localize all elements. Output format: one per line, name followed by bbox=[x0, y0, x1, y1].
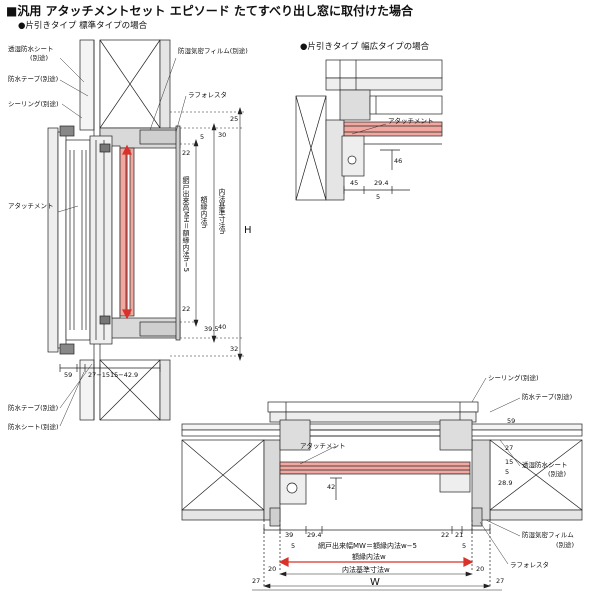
dim-b-5c: 5 bbox=[462, 542, 467, 550]
dim-32: 32 bbox=[230, 345, 239, 353]
label-bousitsu-film-right: 防湿気密フィルム bbox=[522, 531, 574, 539]
dim-b-20a: 20 bbox=[268, 565, 277, 573]
label-attachment-left: アタッチメント bbox=[8, 202, 54, 210]
dim-wide-46: 46 bbox=[394, 157, 403, 165]
dim-wide-29-4: 29.4 bbox=[374, 179, 389, 187]
dim-b-5b: 5 bbox=[291, 542, 296, 550]
dim-b-27: 27 bbox=[505, 444, 514, 452]
label-tou-sheet: 透湿防水シート bbox=[8, 45, 54, 53]
dim-b-39: 39 bbox=[285, 531, 294, 539]
label-tou-sheet-betto: (別途) bbox=[30, 54, 49, 62]
dim-W: W bbox=[370, 577, 380, 588]
vtext-amido-h: 網戸出来高MH＝額縁内法h−5 bbox=[182, 176, 190, 273]
dim-59: 59 bbox=[64, 371, 73, 379]
text-gakubuchi-w: 額縁内法w bbox=[352, 553, 386, 561]
dim-b-21: 21 bbox=[455, 531, 464, 539]
section-wide: ●片引きタイプ 幅広タイプの場合 bbox=[300, 42, 430, 52]
dim-b-28-9: 28.9 bbox=[498, 479, 513, 487]
dim-b-22: 22 bbox=[441, 531, 450, 539]
section-standard: ●片引きタイプ 標準タイプの場合 bbox=[18, 21, 148, 31]
dim-b-27a: 27 bbox=[252, 577, 261, 585]
label-bousitsu-film-right-betto: (別途) bbox=[556, 541, 575, 549]
dim-5: 5 bbox=[200, 133, 205, 141]
label-bousui-tape-top: 防水テープ(別途) bbox=[8, 75, 59, 83]
vtext-naihou-h: 内法基準寸法h bbox=[218, 188, 226, 235]
label-tou-sheet-right: 透湿防水シート bbox=[522, 461, 568, 469]
dim-40: 40 bbox=[218, 323, 227, 331]
dim-25: 25 bbox=[230, 115, 239, 123]
dim-30: 30 bbox=[218, 131, 227, 139]
label-bousitsu-film-top: 防湿気密フィルム(別途) bbox=[178, 47, 248, 55]
label-bousui-tape-bottom: 防水テープ(別途) bbox=[8, 404, 59, 412]
label-attachment-wide: アタッチメント bbox=[388, 117, 434, 125]
dim-H: H bbox=[244, 225, 252, 236]
dim-b-5: 5 bbox=[505, 468, 510, 476]
dim-wide-5: 5 bbox=[376, 193, 381, 201]
dim-b-20b: 20 bbox=[476, 565, 485, 573]
dim-row: 27−1515−42.9 bbox=[88, 371, 139, 379]
label-lafforesta-top: ラフォレスタ bbox=[188, 91, 227, 99]
dim-39-5: 39.5 bbox=[204, 325, 219, 333]
dim-22a: 22 bbox=[182, 149, 191, 157]
dim-b-15: 15 bbox=[505, 458, 514, 466]
label-sealing-right: シーリング(別途) bbox=[488, 374, 539, 382]
text-naihou-w: 内法基準寸法w bbox=[342, 566, 390, 574]
label-attachment-bottom: アタッチメント bbox=[300, 442, 346, 450]
vtext-gakubuchi-h: 額縁内法h bbox=[200, 196, 208, 229]
label-lafforesta-right: ラフォレスタ bbox=[510, 561, 549, 569]
label-bousui-sheet-bottom: 防水シート(別途) bbox=[8, 423, 59, 431]
page-title: ■汎用 アタッチメントセット エピソード たてすべり出し窓に取付けた場合 bbox=[6, 4, 414, 18]
dim-b-59: 59 bbox=[507, 417, 516, 425]
dim-wide-45: 45 bbox=[350, 179, 359, 187]
label-bousui-tape-right: 防水テープ(別途) bbox=[522, 393, 573, 401]
text-amido-w: 網戸出来幅MW＝額縁内法w−5 bbox=[318, 542, 418, 550]
dim-b-29-4: 29.4 bbox=[307, 531, 322, 539]
dim-22b: 22 bbox=[182, 305, 191, 313]
dim-b-27b: 27 bbox=[496, 577, 505, 585]
dim-b-42: 42 bbox=[327, 483, 336, 491]
label-sealing-top: シーリング(別途) bbox=[8, 100, 59, 108]
label-tou-sheet-right-betto: (別途) bbox=[548, 470, 567, 478]
